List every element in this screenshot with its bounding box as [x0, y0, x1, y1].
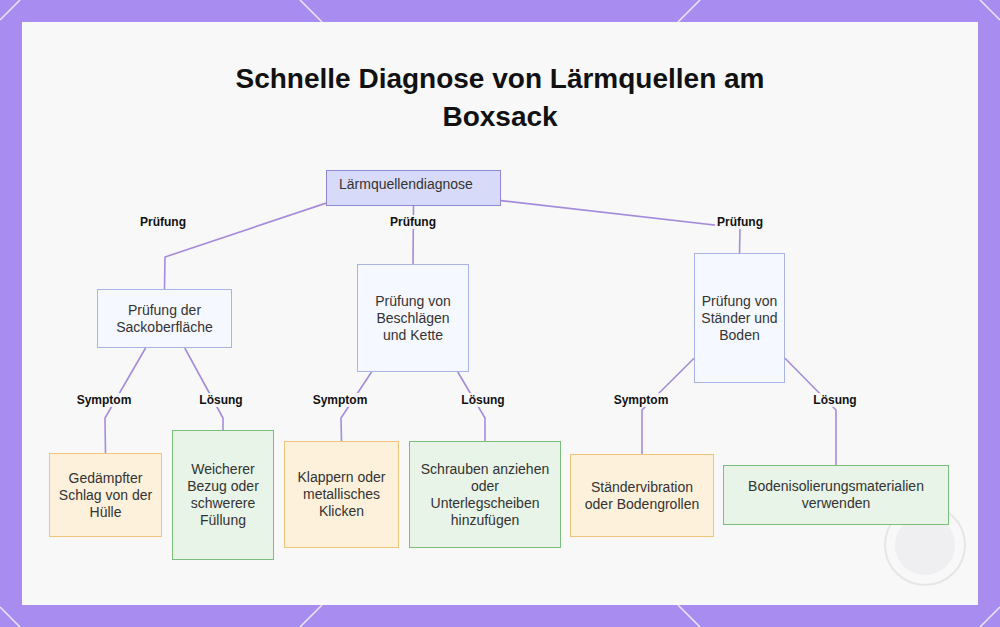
check-box: Prüfung der Sackoberfläche — [97, 289, 232, 348]
symptom-box: Gedämpfter Schlag von der Hülle — [49, 453, 162, 537]
connector-line — [785, 358, 836, 465]
connector-line — [501, 201, 740, 253]
node-text: Prüfung von Ständer und Boden — [701, 293, 778, 344]
solution-box: Bodenisolierungsmaterialien verwenden — [723, 465, 949, 525]
node-text: Bodenisolierungsmaterialien verwenden — [730, 478, 942, 512]
connector-line — [185, 348, 223, 430]
node-text: Gedämpfter Schlag von der Hülle — [56, 470, 155, 521]
edge-label: Lösung — [811, 393, 858, 407]
edge-label: Symptom — [612, 393, 671, 407]
node-text: Weicherer Bezug oder schwerere Füllung — [179, 461, 267, 529]
edge-label: Symptom — [311, 393, 370, 407]
solution-box: Weicherer Bezug oder schwerere Füllung — [172, 430, 274, 560]
root-box: Lärmquellendiagnose — [326, 170, 501, 206]
symptom-box: Ständervibration oder Bodengrollen — [570, 454, 714, 537]
edge-label: Symptom — [75, 393, 134, 407]
node-text: Prüfung von Beschlägen und Kette — [364, 293, 462, 344]
node-text: Klappern oder metallisches Klicken — [291, 469, 392, 520]
connector-line — [165, 203, 327, 289]
symptom-box: Klappern oder metallisches Klicken — [284, 441, 399, 548]
edge-label: Lösung — [459, 393, 506, 407]
edge-label: Prüfung — [138, 215, 188, 229]
node-text: Schrauben anziehen oder Unterlegscheiben… — [416, 461, 554, 529]
solution-box: Schrauben anziehen oder Unterlegscheiben… — [409, 441, 561, 548]
edge-label: Prüfung — [715, 215, 765, 229]
node-text: Ständervibration oder Bodengrollen — [577, 479, 707, 513]
edge-label: Prüfung — [388, 215, 438, 229]
diagram-title: Schnelle Diagnose von Lärmquellen am Box… — [180, 60, 820, 136]
node-text: Prüfung der Sackoberfläche — [104, 302, 225, 336]
edge-label: Lösung — [197, 393, 244, 407]
node-text: Lärmquellendiagnose — [339, 176, 473, 193]
check-box: Prüfung von Ständer und Boden — [694, 253, 785, 383]
check-box: Prüfung von Beschlägen und Kette — [357, 264, 469, 372]
